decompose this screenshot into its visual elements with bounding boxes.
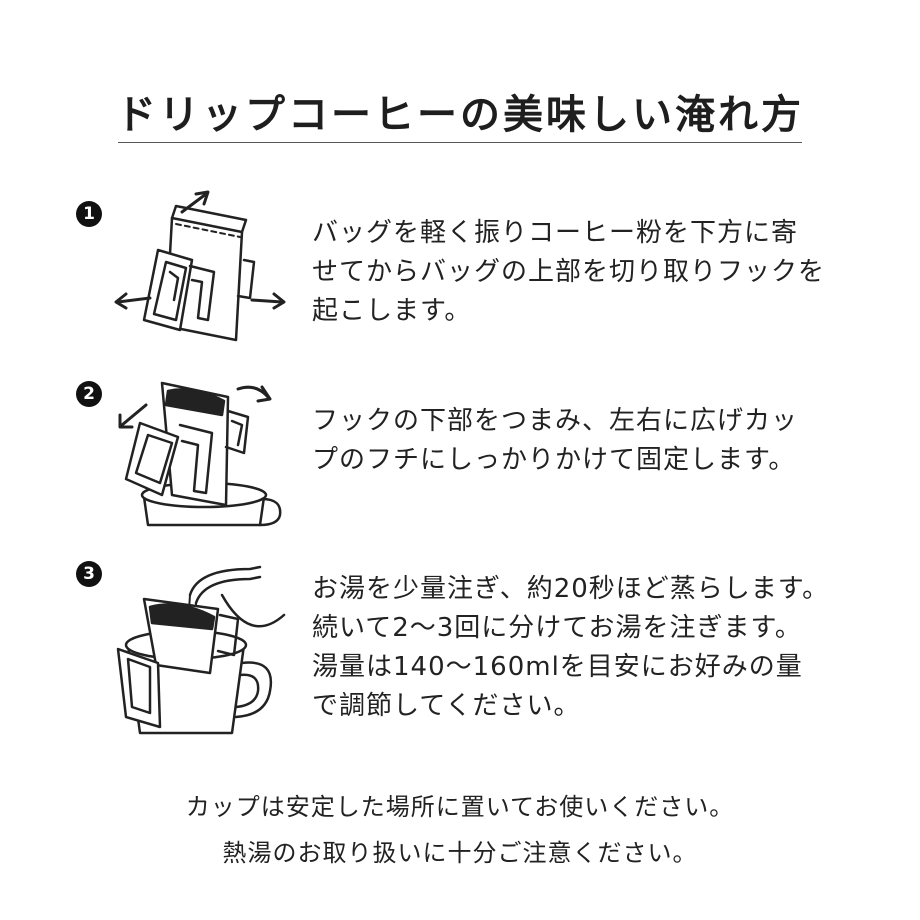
step-3-number-badge: 3 [76,561,102,587]
step-3-line-1: お湯を少量注ぎ、約20秒ほど蒸らします。 [312,574,830,604]
caution-notes: カップは安定した場所に置いてお使いください。 熱湯のお取り扱いに十分ご注意くださ… [0,784,920,876]
step-1-number-badge: 1 [76,201,102,227]
title-divider [118,142,802,143]
step-1-instructions: バッグを軽く振りコーヒー粉を下方に寄 せてからバッグの上部を切り取りフックを 起… [312,214,825,331]
caution-line-2: 熱湯のお取り扱いに十分ご注意ください。 [222,839,698,867]
hang-drip-bag-on-cup-icon [110,375,290,535]
step-3-line-3: 湯量は140～160mlを目安にお好みの量 [312,652,803,682]
open-drip-bag-icon [110,190,290,350]
step-2-line-2: プのフチにしっかりかけて固定します。 [312,445,796,475]
step-2-line-1: フックの下部をつまみ、左右に広げカッ [312,406,799,436]
step-3-line-4: で調節してください。 [312,691,581,721]
pour-hot-water-icon [100,555,290,740]
step-2-instructions: フックの下部をつまみ、左右に広げカッ プのフチにしっかりかけて固定します。 [312,402,798,480]
step-1-line-3: 起こします。 [312,296,472,326]
step-1-line-1: バッグを軽く振りコーヒー粉を下方に寄 [312,218,799,248]
step-2-number-badge: 2 [76,381,102,407]
caution-line-1: カップは安定した場所に置いてお使いください。 [185,793,735,821]
page-title: ドリップコーヒーの美味しい淹れ方 [116,92,804,138]
step-1-line-2: せてからバッグの上部を切り取りフックを [312,257,826,287]
step-3-instructions: お湯を少量注ぎ、約20秒ほど蒸らします。 続いて2～3回に分けてお湯を注ぎます。… [312,570,829,726]
step-3-line-2: 続いて2～3回に分けてお湯を注ぎます。 [312,613,802,643]
